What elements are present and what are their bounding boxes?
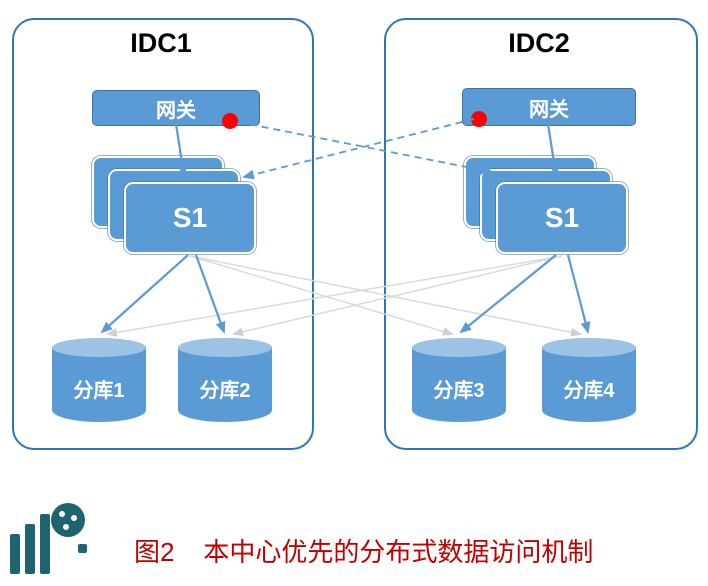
idc1-db2-label: 分库2 [199, 380, 251, 402]
idc2-title: IDC2 [508, 28, 570, 58]
cylinder-top [52, 338, 146, 357]
idc2-region-box [384, 18, 698, 450]
idc1-title: IDC1 [130, 28, 192, 58]
cylinder-top [542, 338, 636, 357]
publisher-logo-icon [10, 503, 87, 574]
idc1-server-card-front: S1 [124, 182, 256, 254]
idc2-server-label: S1 [544, 202, 580, 233]
cylinder-body [412, 347, 506, 422]
idc2-db2-label: 分库4 [563, 380, 615, 402]
cylinder-top [178, 338, 272, 357]
idc1-db2-cylinder: 分库2 [178, 338, 272, 422]
idc1-server-label: S1 [172, 202, 208, 233]
idc1-db1-label: 分库1 [73, 380, 125, 402]
idc2-gateway-node: 网关 [462, 88, 636, 126]
cylinder-body [178, 347, 272, 422]
idc2-db1-label: 分库3 [433, 380, 485, 402]
cylinder-body [52, 347, 146, 422]
idc2-db1-cylinder: 分库3 [412, 338, 506, 422]
cylinder-top [412, 338, 506, 357]
idc2-gateway-marker-dot-icon [471, 111, 487, 127]
idc2-server-card-front: S1 [496, 182, 628, 254]
idc2-db2-cylinder: 分库4 [542, 338, 636, 422]
idc1-gateway-marker-dot-icon [222, 113, 238, 129]
figure-caption: 图2 本中心优先的分布式数据访问机制 [134, 537, 594, 567]
idc2-gateway-label: 网关 [529, 98, 569, 121]
idc1-region-box [12, 18, 314, 450]
idc1-gateway-label: 网关 [156, 99, 196, 122]
idc1-db1-cylinder: 分库1 [52, 338, 146, 422]
cylinder-body [542, 347, 636, 422]
